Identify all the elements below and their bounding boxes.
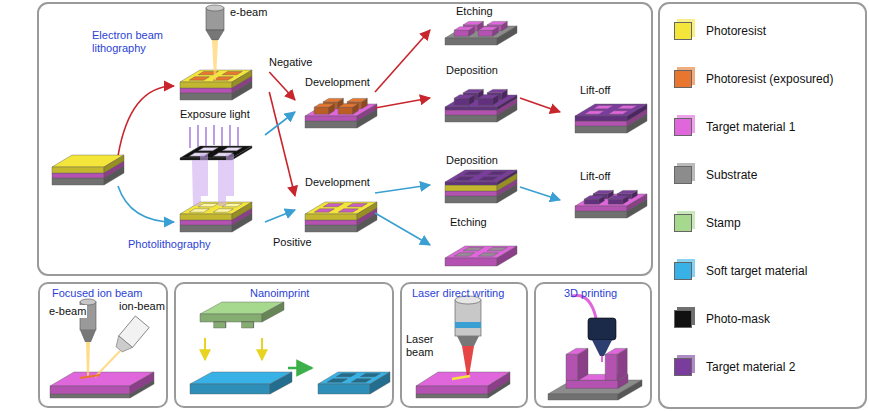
legend-swatch	[674, 214, 692, 232]
flow-arrow	[375, 30, 430, 92]
legend-swatch	[674, 22, 692, 40]
stage-label: Exposure light	[180, 108, 250, 121]
tool-label: ion-beam	[118, 300, 166, 313]
stage-label: e-beam	[230, 6, 267, 19]
legend-text: Target material 2	[706, 360, 795, 374]
method-panel: Nanoimprint	[174, 282, 394, 408]
flow-arrow	[375, 98, 430, 108]
process-stage: Lift-off	[560, 170, 640, 222]
stage-label: Deposition	[446, 154, 498, 167]
legend-text: Soft target material	[706, 264, 807, 278]
process-stage: Development	[295, 74, 375, 130]
stage-label: Lift-off	[580, 84, 610, 97]
process-stage: Lift-off	[560, 84, 640, 136]
process-stage: Development	[295, 174, 375, 234]
legend-swatch	[674, 70, 692, 88]
legend-panel	[659, 3, 866, 408]
stage-label: Deposition	[446, 64, 498, 77]
method-heading: Photolithography	[128, 238, 211, 251]
layer-stacks	[50, 21, 647, 400]
flow-arrow	[269, 92, 295, 196]
process-stage: Deposition	[430, 154, 520, 206]
flow-arrow	[118, 186, 174, 222]
flow-arrow	[375, 185, 430, 193]
legend-swatch	[674, 262, 692, 280]
legend-text: Photoresist	[706, 24, 766, 38]
process-stage: Etching	[430, 5, 520, 48]
legend-swatch	[674, 310, 692, 328]
stage-label: Development	[305, 176, 370, 189]
stage-label: Development	[305, 76, 370, 89]
legend-text: Target material 1	[706, 120, 795, 134]
stage-label: Etching	[456, 5, 493, 18]
flow-arrow	[520, 187, 560, 200]
edge-label: Positive	[272, 236, 313, 249]
method-heading: Laser direct writing	[412, 287, 504, 300]
flow-arrow	[265, 210, 295, 222]
method-heading: Nanoimprint	[250, 287, 309, 300]
legend-text: Stamp	[706, 216, 741, 230]
method-heading: Electron beam lithography	[92, 29, 177, 55]
legend-text: Substrate	[706, 168, 757, 182]
stage-label: Lift-off	[580, 170, 610, 183]
legend-swatch	[674, 118, 692, 136]
legend-swatch	[674, 358, 692, 376]
legend-swatch	[674, 166, 692, 184]
process-stage: Deposition	[430, 64, 520, 125]
flow-arrow	[269, 72, 295, 100]
main-panel	[38, 3, 652, 275]
method-heading: 3D printing	[564, 287, 617, 300]
flow-arrow	[118, 86, 174, 156]
tool-label: e-beam	[48, 305, 87, 318]
edge-label: Negative	[268, 56, 313, 69]
method-heading: Focused ion beam	[52, 287, 143, 300]
flow-arrow	[375, 213, 430, 245]
legend-text: Photoresist (exposured)	[706, 72, 833, 86]
legend-text: Photo-mask	[706, 312, 770, 326]
method-panel: 3D printing	[534, 282, 652, 408]
stage-label: Etching	[450, 216, 487, 229]
flow-arrow	[520, 98, 560, 112]
process-stage: Etching	[430, 216, 520, 268]
process-stage: Electron beam lithography e-beam	[90, 3, 269, 105]
flow-arrow	[265, 112, 295, 135]
tool-label: Laser beam	[405, 333, 441, 359]
process-stage: Exposure lightPhotolithography	[128, 108, 265, 252]
